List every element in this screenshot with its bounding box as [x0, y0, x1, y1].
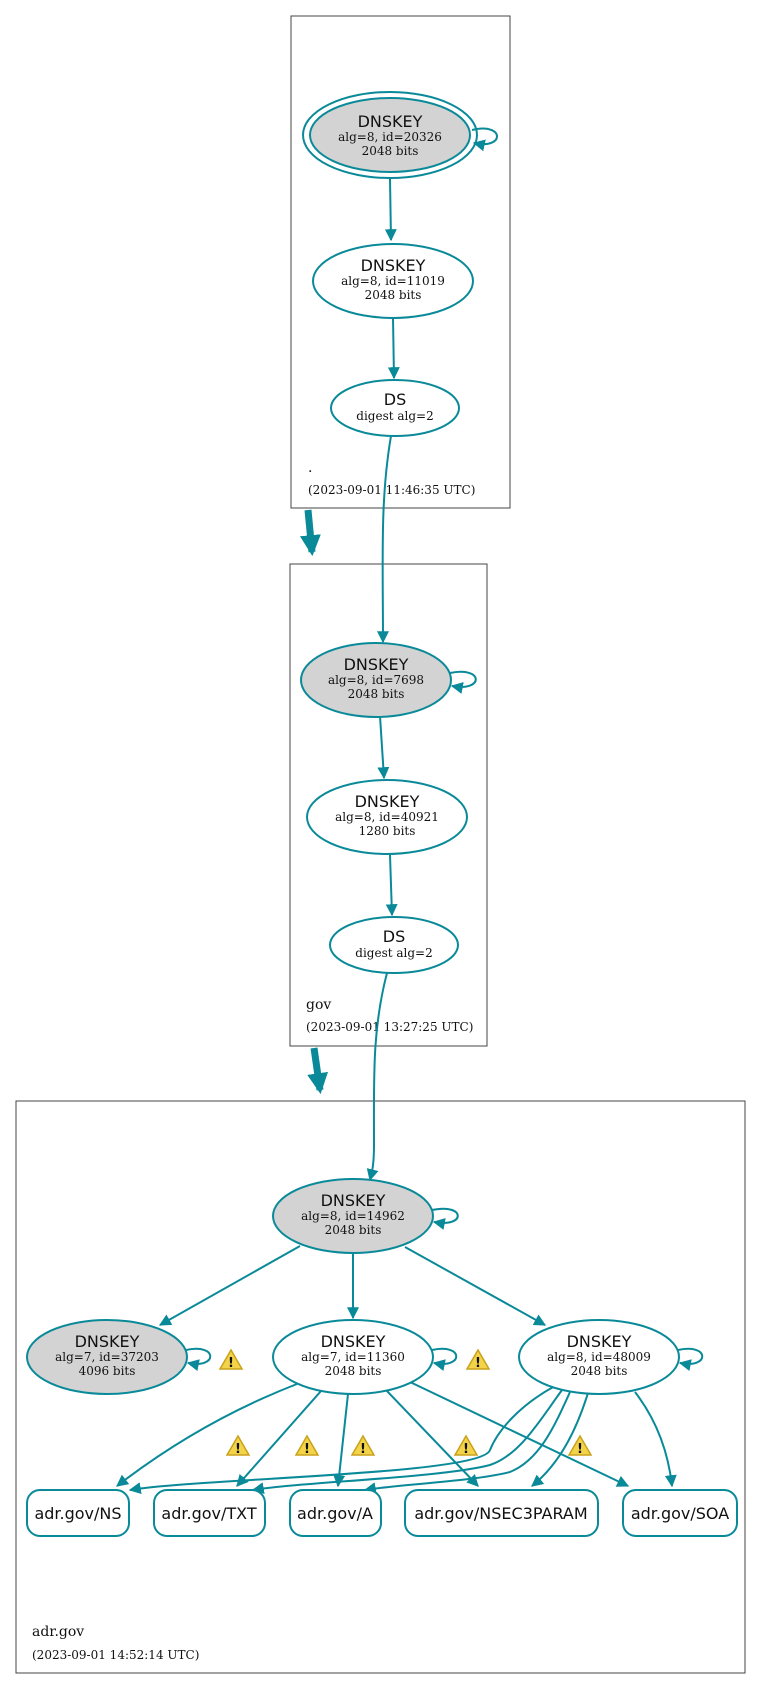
zone-gov: gov (2023-09-01 13:27:25 UTC): [289, 563, 488, 1047]
rrset-a: adr.gov/A: [289, 1489, 382, 1537]
edge-11360-self: [431, 1347, 458, 1371]
edge-adr-ksk-37203: [158, 1245, 301, 1326]
node-adr-dnskey-11360-line1: alg=7, id=11360: [301, 1350, 405, 1364]
node-adr-dnskey-11360-title: DNSKEY: [321, 1332, 386, 1351]
node-adr-ksk-title: DNSKEY: [321, 1191, 386, 1210]
edge-48009-a: [363, 1391, 571, 1495]
node-gov-ksk-line2: 2048 bits: [348, 687, 405, 701]
node-root-ds: DS digest alg=2: [330, 379, 460, 437]
node-adr-ksk-line2: 2048 bits: [325, 1223, 382, 1237]
node-gov-ksk-line1: alg=8, id=7698: [328, 673, 424, 687]
node-gov-ksk: DNSKEY alg=8, id=7698 2048 bits: [300, 642, 452, 718]
delegation-arrow-gov-adr: [307, 1047, 329, 1095]
node-root-ds-line1: digest alg=2: [356, 409, 433, 423]
node-adr-dnskey-37203-line2: 4096 bits: [79, 1364, 136, 1378]
node-root-zsk-title: DNSKEY: [361, 256, 426, 275]
zone-adr-gov-border: [15, 1100, 746, 1674]
node-adr-dnskey-11360-line2: 2048 bits: [325, 1364, 382, 1378]
rrset-a-label: adr.gov/A: [297, 1504, 373, 1523]
zone-adr-gov-label: adr.gov: [32, 1624, 84, 1640]
edge-root-zsk-ds: [387, 317, 400, 380]
node-adr-ksk: DNSKEY alg=8, id=14962 2048 bits: [272, 1178, 434, 1254]
rrset-txt-label: adr.gov/TXT: [161, 1504, 256, 1523]
rrset-ns: adr.gov/NS: [26, 1489, 130, 1537]
edge-root-ksk-zsk: [384, 178, 397, 242]
edge-adr-ksk-48009: [404, 1246, 547, 1326]
node-adr-dnskey-37203-title: DNSKEY: [75, 1332, 140, 1351]
zone-root-border: [290, 15, 511, 509]
edge-11360-ns: [116, 1383, 298, 1487]
node-root-zsk-line2: 2048 bits: [365, 288, 422, 302]
edge-11360-a: [333, 1393, 349, 1488]
zone-adr-gov-timestamp: (2023-09-01 14:52:14 UTC): [32, 1648, 199, 1662]
node-adr-ksk-line1: alg=8, id=14962: [301, 1209, 405, 1223]
zone-root: . (2023-09-01 11:46:35 UTC): [290, 15, 511, 509]
edge-gov-ksk-zsk: [377, 715, 390, 780]
edge-11360-soa: [409, 1381, 630, 1487]
node-root-ksk-title: DNSKEY: [358, 112, 423, 131]
node-gov-zsk: DNSKEY alg=8, id=40921 1280 bits: [306, 779, 468, 855]
rrset-nsec3param: adr.gov/NSEC3PARAM: [404, 1489, 599, 1537]
zone-gov-label: gov: [306, 997, 331, 1013]
node-adr-dnskey-37203-line1: alg=7, id=37203: [55, 1350, 159, 1364]
zone-root-label: .: [308, 460, 312, 476]
node-gov-zsk-title: DNSKEY: [355, 792, 420, 811]
edge-48009-nsec3param: [531, 1392, 589, 1487]
warning-icon: [466, 1349, 490, 1372]
node-root-zsk-line1: alg=8, id=11019: [341, 274, 445, 288]
edge-48009-soa: [634, 1391, 677, 1488]
edge-11360-txt: [236, 1390, 322, 1487]
node-root-ksk-line1: alg=8, id=20326: [338, 130, 442, 144]
zone-root-timestamp: (2023-09-01 11:46:35 UTC): [308, 483, 475, 497]
node-adr-dnskey-48009: DNSKEY alg=8, id=48009 2048 bits: [518, 1319, 680, 1395]
node-adr-dnskey-11360: DNSKEY alg=7, id=11360 2048 bits: [272, 1319, 434, 1395]
node-adr-dnskey-48009-line2: 2048 bits: [571, 1364, 628, 1378]
edge-48009-self: [677, 1347, 704, 1371]
node-root-zsk: DNSKEY alg=8, id=11019 2048 bits: [312, 243, 474, 319]
node-gov-zsk-line1: alg=8, id=40921: [335, 810, 439, 824]
rrset-soa-label: adr.gov/SOA: [631, 1504, 729, 1523]
edge-gov-ksk-self: [449, 670, 477, 694]
edge-root-ksk-self: [471, 127, 498, 152]
node-adr-dnskey-48009-line1: alg=8, id=48009: [547, 1350, 651, 1364]
edges: [116, 127, 704, 1495]
node-root-ksk: DNSKEY alg=8, id=20326 2048 bits: [302, 91, 478, 179]
edge-48009-ns: [128, 1385, 556, 1495]
node-adr-dnskey-48009-title: DNSKEY: [567, 1332, 632, 1351]
edge-adr-ksk-self: [431, 1207, 459, 1230]
edge-gov-zsk-ds: [385, 854, 398, 917]
rrset-soa: adr.gov/SOA: [622, 1489, 738, 1537]
warning-icon: [568, 1435, 592, 1458]
node-gov-ds: DS digest alg=2: [329, 916, 459, 974]
edge-gov-ds-adr-ksk: [366, 972, 388, 1182]
node-gov-ksk-title: DNSKEY: [344, 655, 409, 674]
warning-icon: [454, 1435, 478, 1458]
delegation-arrow-root-gov: [299, 509, 321, 557]
edge-37203-self: [185, 1347, 212, 1371]
zone-adr-gov: adr.gov (2023-09-01 14:52:14 UTC): [15, 1100, 746, 1674]
node-gov-zsk-line2: 1280 bits: [359, 824, 416, 838]
rrset-ns-label: adr.gov/NS: [34, 1504, 121, 1523]
warning-icon: [219, 1349, 243, 1372]
node-adr-dnskey-37203: DNSKEY alg=7, id=37203 4096 bits: [26, 1319, 188, 1395]
warning-icon: [295, 1435, 319, 1458]
node-root-ksk-line2: 2048 bits: [362, 144, 419, 158]
node-gov-ds-title: DS: [383, 927, 405, 946]
rrset-nsec3param-label: adr.gov/NSEC3PARAM: [414, 1504, 587, 1523]
node-root-ds-title: DS: [384, 390, 406, 409]
rrset-txt: adr.gov/TXT: [153, 1489, 266, 1537]
warning-icon: [351, 1435, 375, 1458]
zone-gov-timestamp: (2023-09-01 13:27:25 UTC): [306, 1020, 473, 1034]
edge-root-ds-gov-ksk: [376, 435, 392, 644]
node-gov-ds-line1: digest alg=2: [355, 946, 432, 960]
zone-gov-border: [289, 563, 488, 1047]
warning-icon: [226, 1435, 250, 1458]
edge-48009-txt: [251, 1389, 563, 1495]
